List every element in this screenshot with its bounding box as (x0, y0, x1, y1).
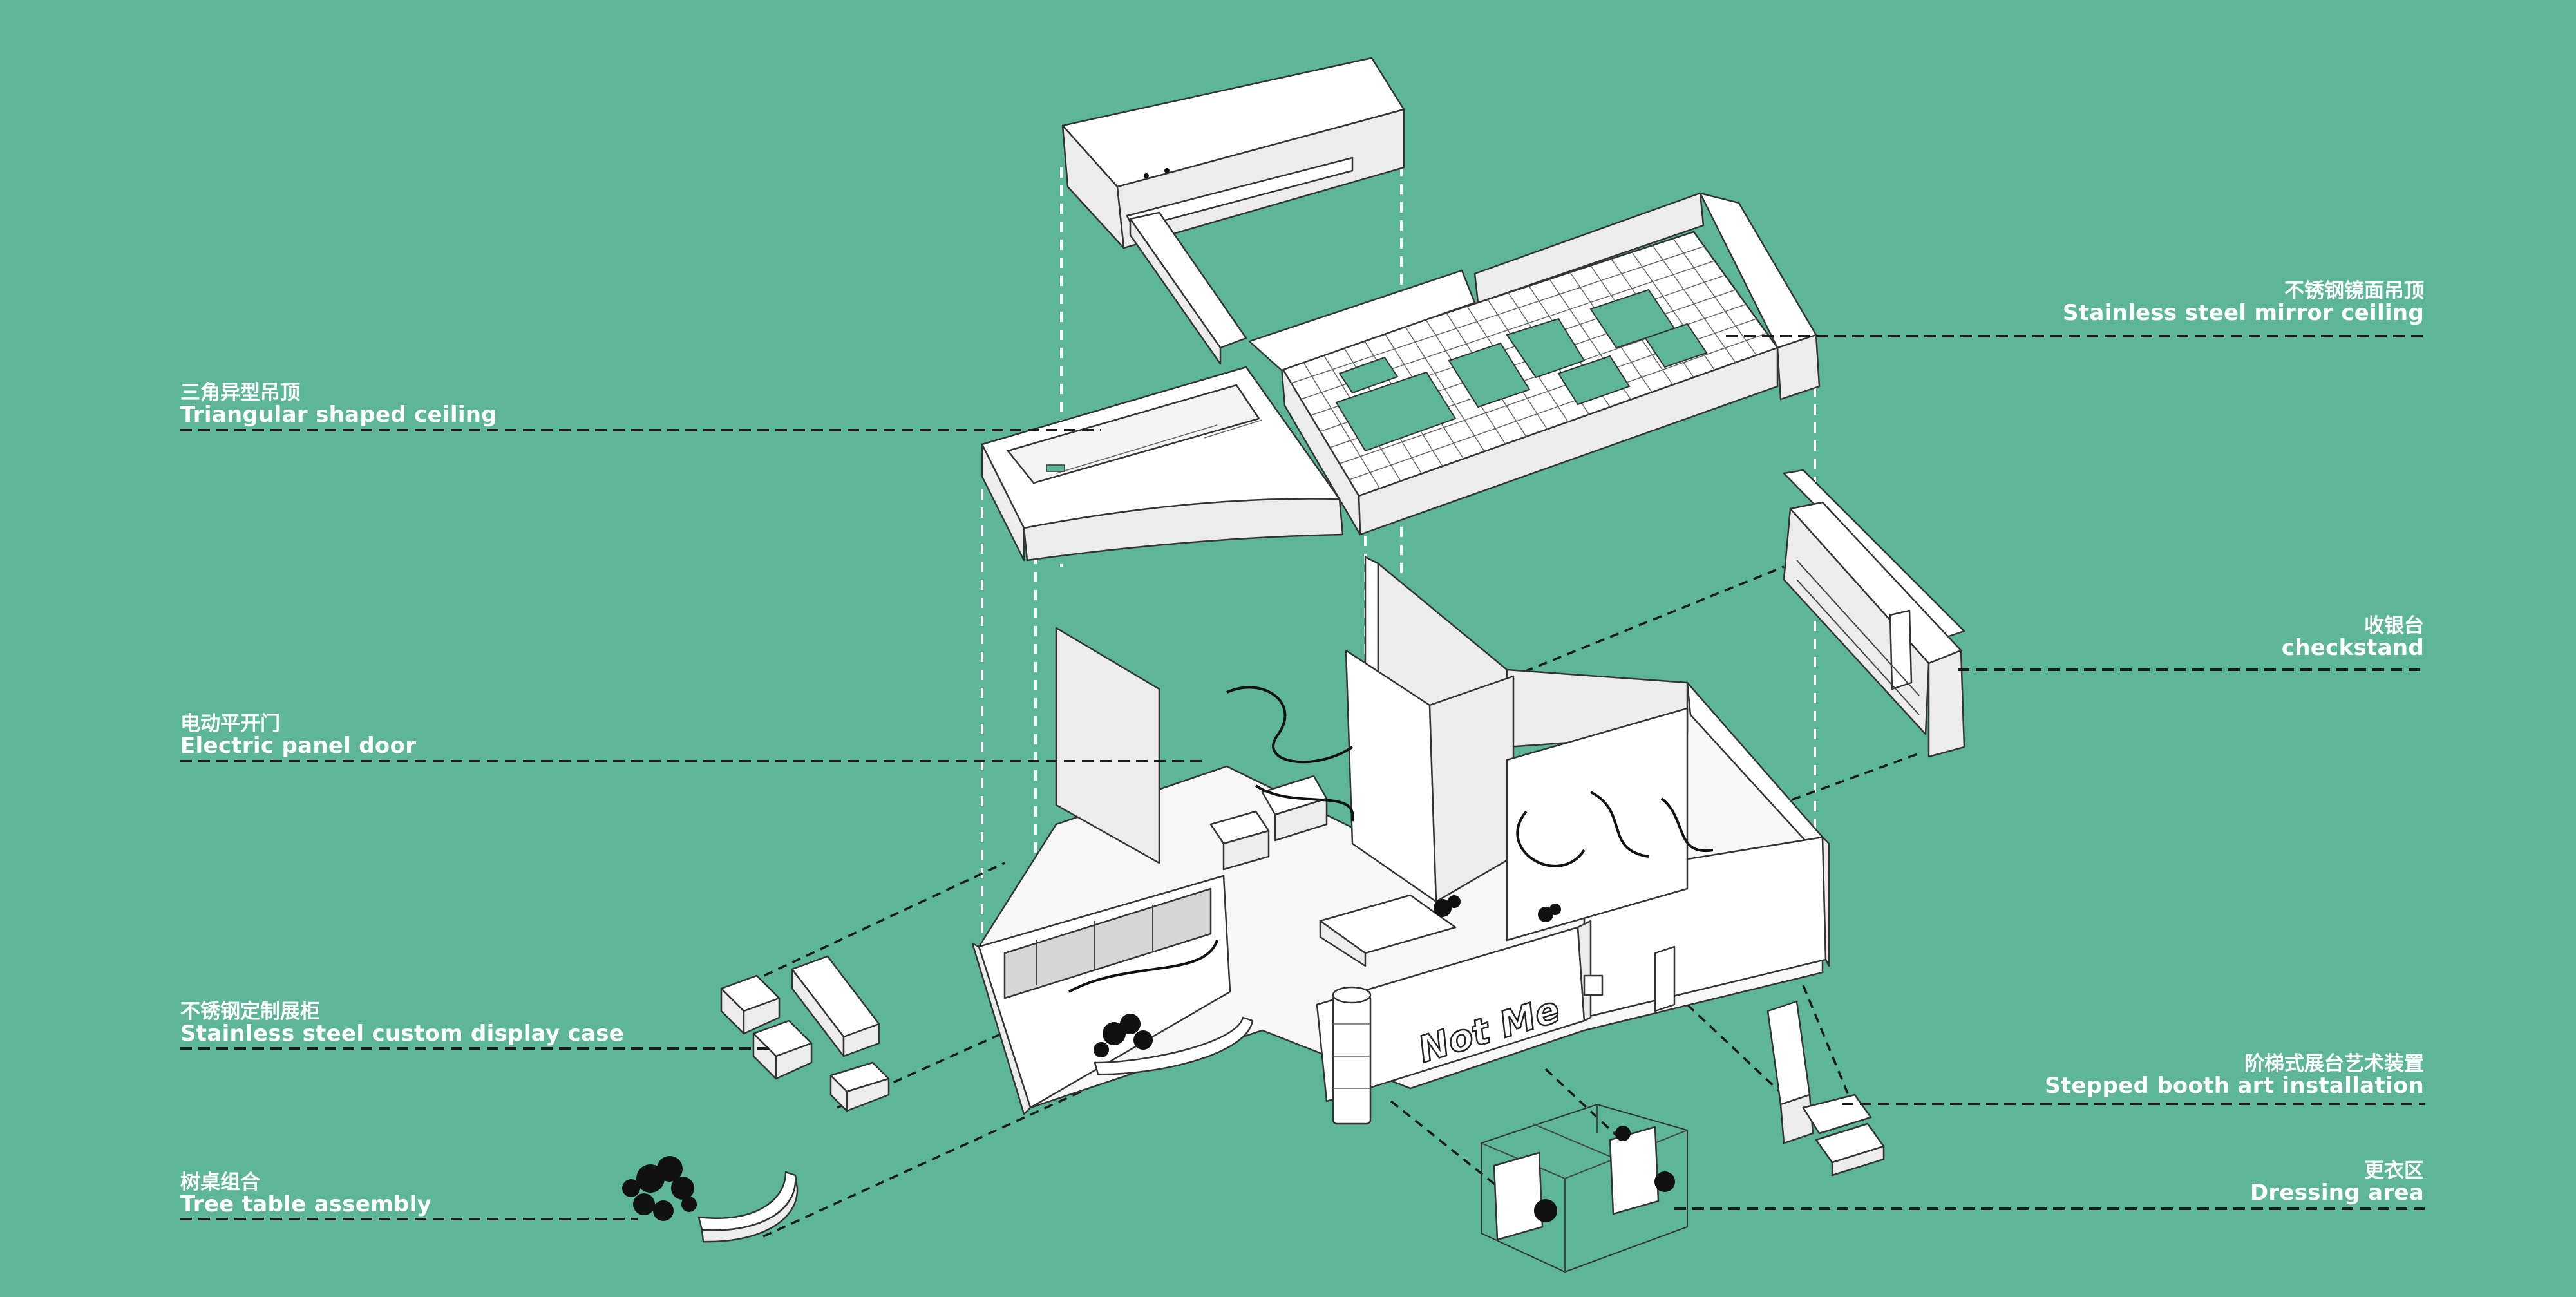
label-electric-door-en: Electric panel door (180, 732, 417, 759)
mirror-ceiling (1248, 192, 1821, 536)
label-checkstand: 收银台 checkstand (2282, 616, 2424, 659)
label-mirror-ceiling: 不锈钢镜面吊顶 Stainless steel mirror ceiling (2063, 281, 2424, 325)
roof-block (1061, 57, 1405, 365)
plant-foliage (1434, 895, 1561, 922)
grid-line (1291, 245, 1705, 384)
label-dressing-area: 更衣区 Dressing area (2250, 1160, 2424, 1204)
tree-foliage (622, 1156, 697, 1221)
label-checkstand-zh: 收银台 (2364, 614, 2424, 638)
label-display-case-en: Stainless steel custom display case (180, 1020, 625, 1046)
label-checkstand-en: checkstand (2281, 634, 2424, 661)
label-electric-door: 电动平开门 Electric panel door (180, 714, 416, 757)
label-tree-table-en: Tree table assembly (180, 1191, 432, 1217)
label-tree-table-zh: 树桌组合 (180, 1171, 260, 1194)
triangular-ceiling (981, 366, 1344, 562)
label-dressing-area-zh: 更衣区 (2364, 1159, 2424, 1182)
label-triangular-ceiling: 三角异型吊顶 Triangular shaped ceiling (180, 383, 497, 426)
grid-line (1349, 332, 1767, 480)
label-electric-door-zh: 电动平开门 (180, 712, 280, 735)
grid-cutouts (1335, 289, 1708, 452)
label-mirror-ceiling-en: Stainless steel mirror ceiling (2063, 299, 2424, 326)
dressing-area (1481, 1103, 1688, 1273)
label-mirror-ceiling-zh: 不锈钢镜面吊顶 (2284, 279, 2424, 303)
leader-lines (180, 335, 2425, 1220)
label-tree-table: 树桌组合 Tree table assembly (180, 1172, 431, 1216)
checkstand (1783, 469, 1965, 758)
label-triangular-ceiling-en: Triangular shaped ceiling (180, 401, 497, 428)
stepped-booth (1766, 1000, 1885, 1177)
label-display-case-zh: 不锈钢定制展柜 (180, 1000, 320, 1023)
label-stepped-booth-zh: 阶梯式展台艺术装置 (2244, 1052, 2424, 1075)
floor-plan-body: Not Me (971, 556, 1830, 1125)
label-triangular-ceiling-zh: 三角异型吊顶 (180, 381, 300, 404)
display-cases (720, 955, 890, 1112)
label-display-case: 不锈钢定制展柜 Stainless steel custom display c… (180, 1001, 624, 1045)
label-stepped-booth-en: Stepped booth art installation (2045, 1072, 2424, 1099)
tree-table-assembly (622, 1014, 1254, 1243)
label-dressing-area-en: Dressing area (2249, 1179, 2424, 1206)
label-stepped-booth: 阶梯式展台艺术装置 Stepped booth art installation (2045, 1054, 2424, 1097)
